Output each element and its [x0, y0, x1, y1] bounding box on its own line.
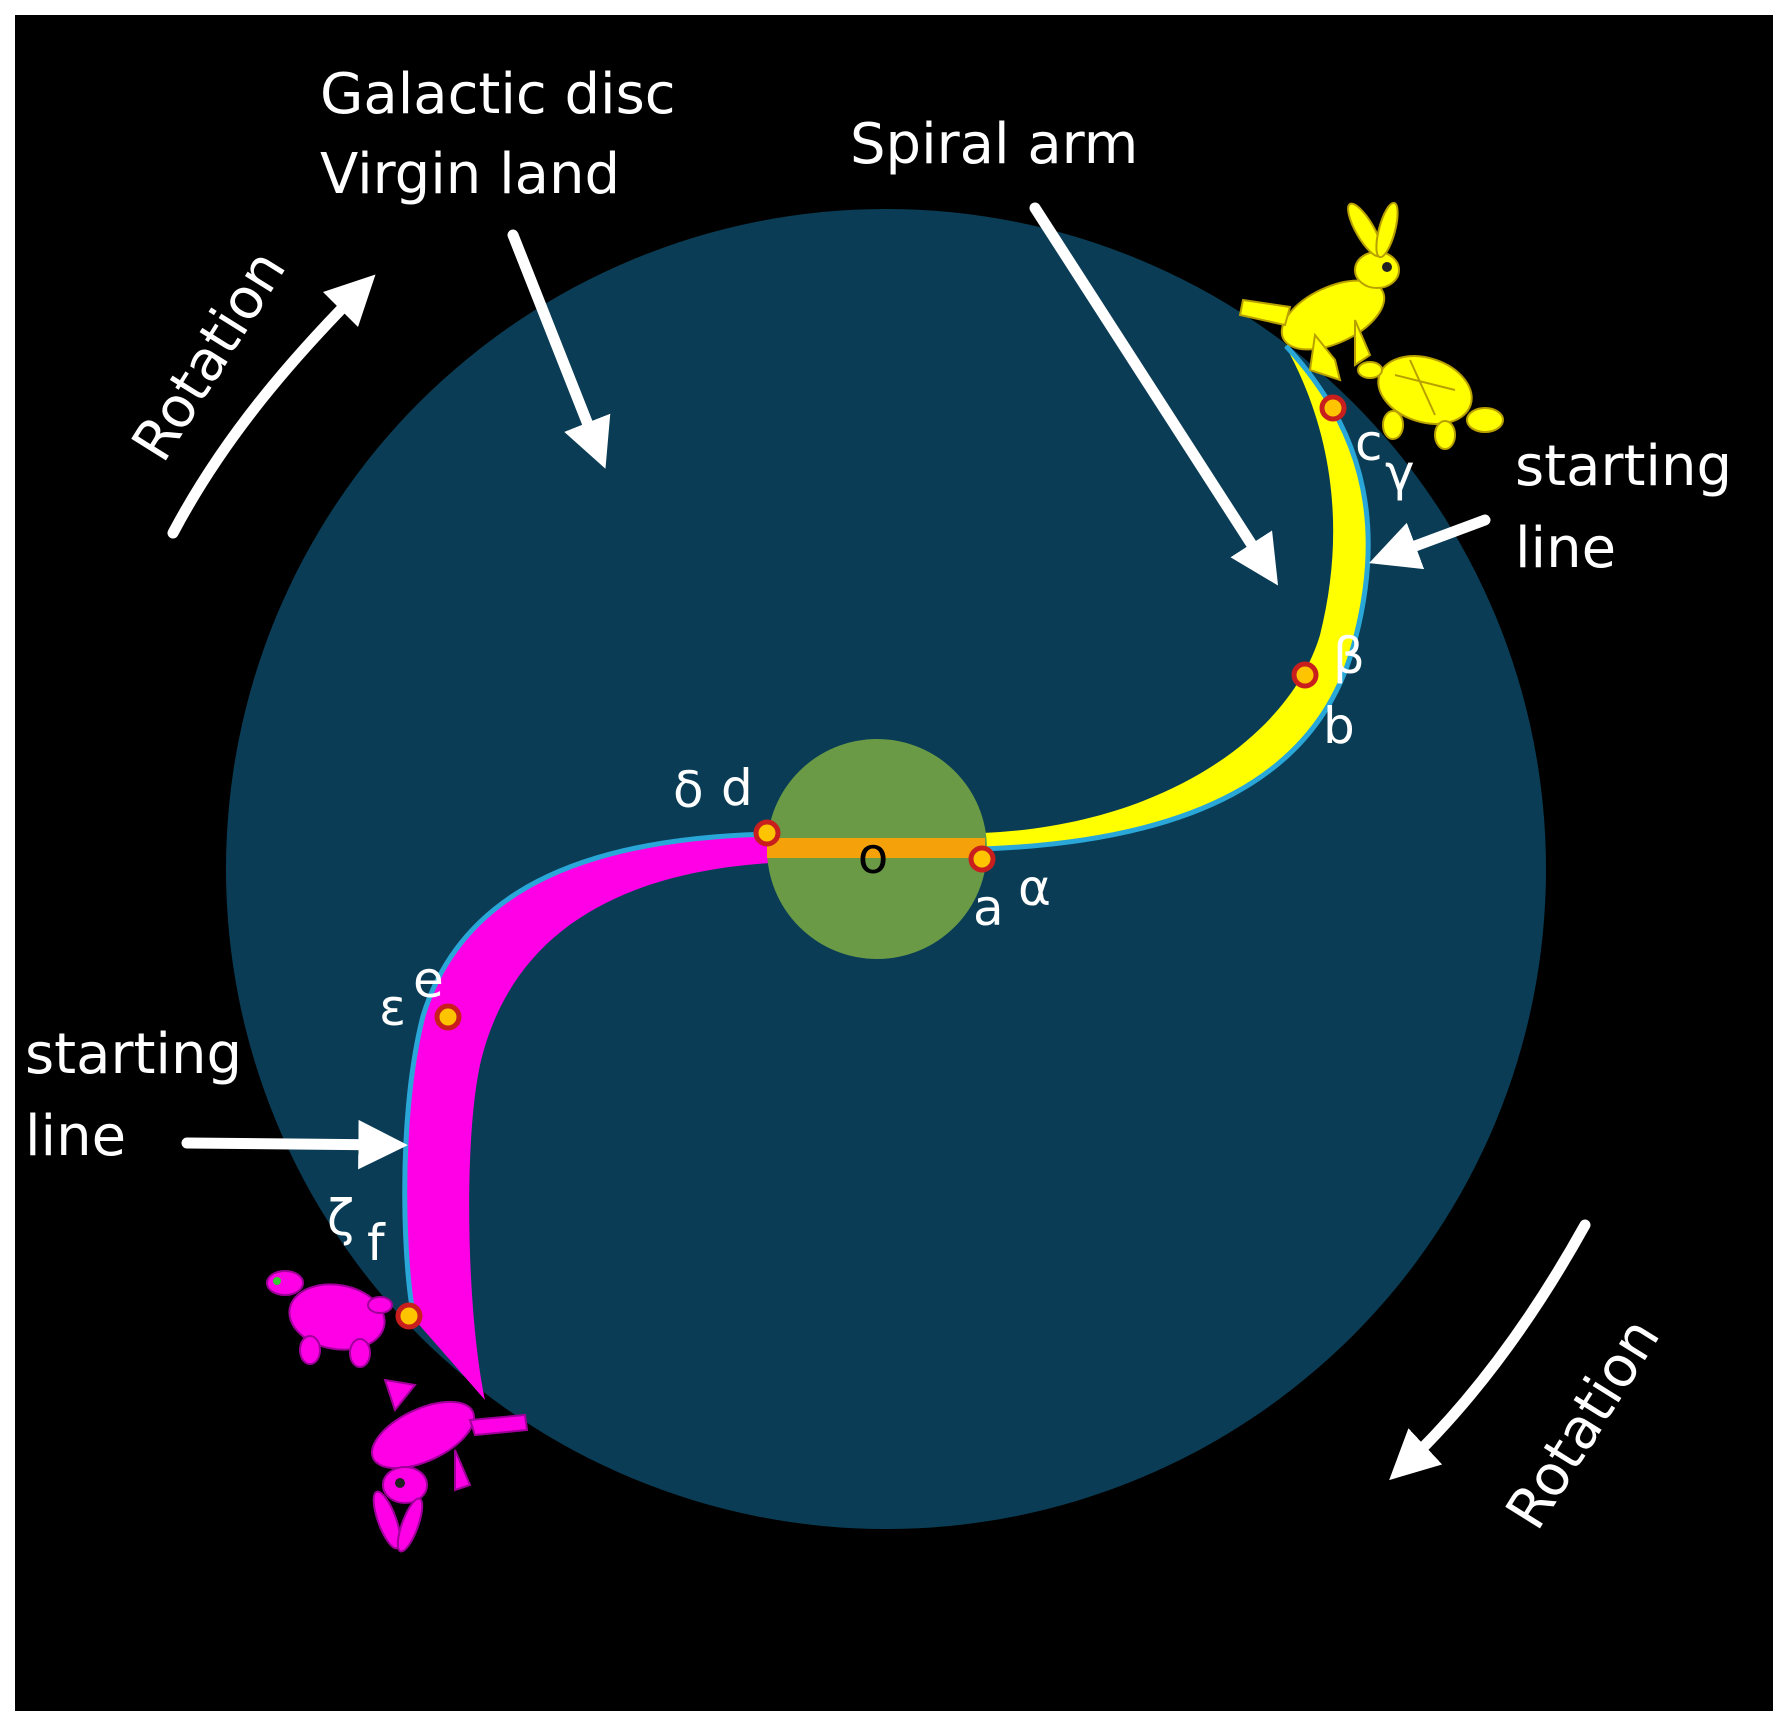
tortoise-icon-left	[266, 1270, 393, 1368]
rotation-arrow-top-left	[167, 274, 376, 539]
starting-line-right-arrow	[1369, 514, 1491, 570]
label-b: b	[1323, 697, 1355, 755]
spiral-arm-left	[404, 833, 771, 1400]
marker-c	[1319, 394, 1347, 422]
tortoise-icon	[1357, 355, 1504, 450]
label-zeta: ζ	[327, 1189, 354, 1247]
spiral-arm-right	[983, 345, 1369, 848]
galactic-disc-label: Galactic disc	[320, 62, 676, 127]
hare-icon-left	[370, 1378, 529, 1553]
marker-d	[753, 819, 781, 847]
spiral-arm-arrow	[1029, 202, 1279, 586]
label-d: d	[721, 759, 753, 817]
spiral-arm-right-edge	[982, 344, 1371, 852]
central-bar	[767, 838, 985, 858]
starting-line-left-arrow	[181, 1119, 408, 1170]
virgin-land-label: Virgin land	[320, 142, 620, 207]
galactic-disc-arrow	[507, 229, 611, 469]
spiral-arm-label: Spiral arm	[850, 112, 1138, 177]
label-alpha: α	[1018, 859, 1051, 917]
diagram-frame: o a α b β c γ d δ e ε f ζ Galactic disc …	[15, 15, 1773, 1711]
label-epsilon: ε	[379, 979, 406, 1037]
galaxy-diagram: o a α b β c γ d δ e ε f ζ Galactic disc …	[25, 62, 1732, 1553]
label-c: c	[1355, 414, 1383, 472]
spiral-arm-left-edge	[402, 831, 772, 1322]
label-beta: β	[1333, 627, 1365, 685]
marker-b	[1291, 661, 1319, 689]
marker-f	[395, 1302, 423, 1330]
label-f: f	[367, 1214, 386, 1272]
starting-line-left-label-1: starting	[25, 1022, 242, 1087]
label-gamma: γ	[1385, 444, 1415, 502]
label-e: e	[413, 951, 444, 1009]
hare-icon	[1238, 201, 1400, 382]
starting-line-left-label-2: line	[25, 1104, 126, 1169]
label-delta: δ	[673, 761, 704, 819]
rotation-arrow-bottom-right	[1389, 1219, 1591, 1481]
point-markers	[395, 394, 1347, 1330]
marker-e	[434, 1003, 462, 1031]
label-a: a	[973, 879, 1004, 937]
starting-line-right-label-1: starting	[1515, 434, 1732, 499]
center-label: o	[858, 827, 889, 885]
marker-a	[968, 845, 996, 873]
starting-line-right-label-2: line	[1515, 516, 1616, 581]
rotation-label-bottom-right: Rotation	[1494, 1307, 1673, 1540]
rotation-label-top-left: Rotation	[120, 239, 299, 472]
